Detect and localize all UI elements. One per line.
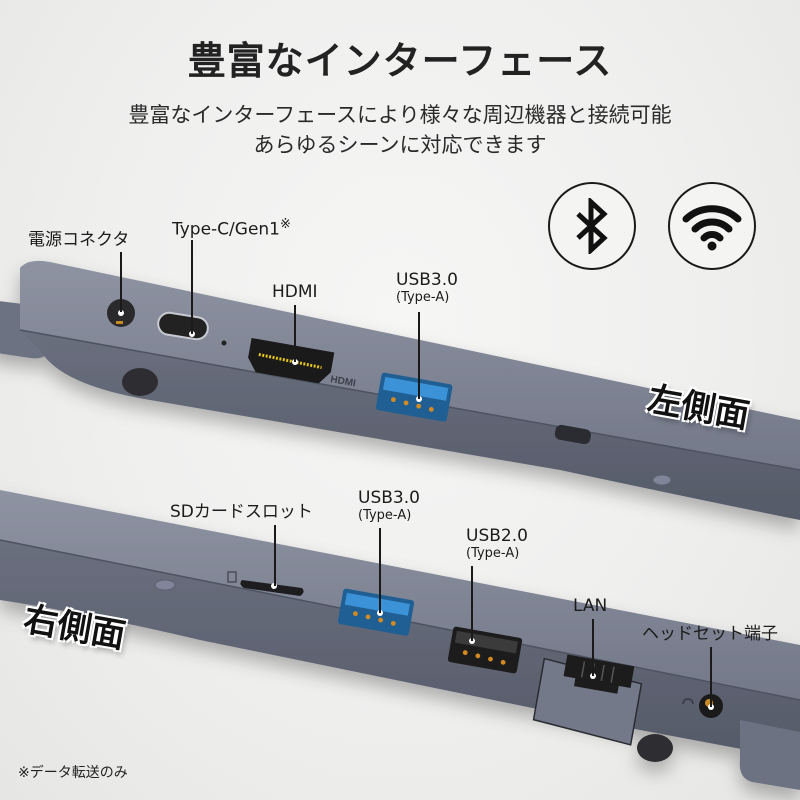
label-usb3-right: USB3.0 (Type-A) (358, 488, 420, 523)
label-usb2: USB2.0 (Type-A) (466, 526, 528, 561)
label-usb3-left: USB3.0 (Type-A) (396, 270, 458, 305)
subtitle-line-2: あらゆるシーンに対応できます (253, 133, 547, 157)
label-power-connector: 電源コネクタ (28, 230, 130, 250)
subtitle: 豊富なインターフェースにより様々な周辺機器と接続可能 あらゆるシーンに対応できま… (0, 100, 800, 160)
note-mark: ※ (280, 217, 291, 232)
label-type-c: Type-C/Gen1※ (172, 217, 291, 240)
hdmi-port (248, 337, 335, 384)
label-sd-card-slot: SDカードスロット (170, 502, 313, 522)
left-side-laptop (0, 260, 800, 520)
leader-usb2 (471, 566, 473, 641)
leader-headset-jack (710, 647, 712, 707)
leader-lan (592, 619, 594, 676)
leader-hdmi (294, 305, 296, 362)
usb3-port-left (375, 372, 453, 422)
subtitle-line-1: 豊富なインターフェースにより様々な周辺機器と接続可能 (128, 103, 672, 127)
usb-c-port (157, 311, 209, 341)
footnote: ※データ転送のみ (18, 765, 128, 781)
leader-type-c (191, 240, 193, 334)
bluetooth-badge (548, 182, 636, 270)
label-hdmi: HDMI (272, 282, 318, 302)
leader-power-connector (120, 252, 122, 312)
leader-usb3-right (379, 528, 381, 613)
right-side-ports (227, 571, 723, 746)
wifi-icon (682, 205, 742, 251)
leader-usb3-left (418, 312, 420, 399)
leader-sd-card-slot (274, 525, 276, 586)
left-side-ports: HDMI (107, 299, 672, 486)
label-headset-jack: ヘッドセット端子 (642, 624, 778, 644)
usb2-port (447, 626, 523, 674)
page-title: 豊富なインターフェース (187, 39, 613, 83)
bluetooth-icon (576, 198, 608, 254)
label-lan: LAN (573, 596, 608, 616)
wifi-badge (668, 182, 756, 270)
usb3-port-right (337, 588, 415, 636)
hdmi-engraving: HDMI (329, 374, 356, 389)
